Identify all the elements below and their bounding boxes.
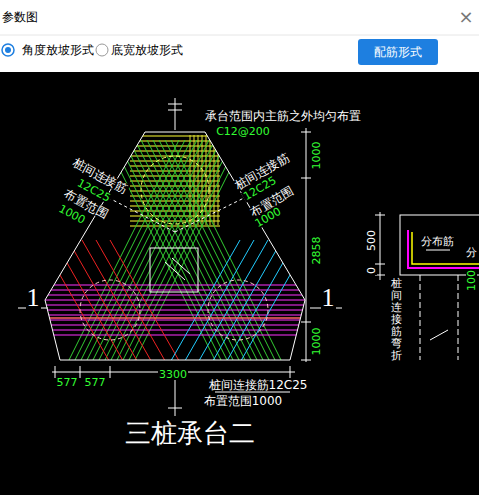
rebar-hatch [35,135,320,380]
rebar-line [174,240,254,380]
rebar-name: 桩间连接筋12C25 [208,379,309,391]
column-hatch [165,262,185,280]
section-rebar [408,230,479,268]
rebar-line [218,135,219,225]
dimension-line [380,212,381,280]
dimension-ticks [55,132,311,378]
rebar-name: 分 [465,247,478,258]
radio-selected [2,44,14,56]
dimension: 2858 [311,235,322,265]
dimension: 0 [366,266,377,275]
section-rebar [412,232,479,264]
dimension: 1000 [311,326,322,356]
section-number: 1 [26,285,41,311]
rebar-line [190,135,191,225]
rebar-name: 分布筋 [420,236,455,247]
drawing-caption: 三桩承台二 [124,421,256,447]
pile-section [458,275,459,360]
rebar-line [35,335,320,336]
rebar-line [35,315,320,316]
axis-mark [168,104,182,105]
radio-dot [5,47,11,53]
dialog-title: 参数图 [1,11,39,23]
dimension-ticks [375,264,385,265]
action-button: 配筋形式 [358,39,438,65]
rebar-line [96,240,176,380]
dimension: 1000 [311,140,322,170]
cap-outline [45,132,305,360]
rebar-line [160,240,240,380]
pile-circle [208,280,268,340]
rebar-line [35,300,320,301]
pile-section [420,275,421,360]
rebar-line [35,285,320,286]
dimension: 500 [366,229,377,252]
rebar-line [65,140,185,380]
pile-circle [80,280,140,340]
rebar-line [35,330,320,331]
range-text: 布置范围1000 [203,395,284,407]
rebar-line [48,317,302,319]
center-line [105,196,175,232]
leader-line [215,392,290,393]
radio-empty [96,44,108,56]
axis-mark [175,98,176,130]
section-outline [400,215,479,275]
center-line [175,196,248,232]
column-box [150,248,198,292]
close-button: × [457,8,474,26]
axis-mark [175,376,176,416]
dimension: 577 [84,377,107,388]
pile-circle [141,156,209,224]
dimension-line [306,128,307,362]
section-number: 1 [321,285,336,311]
dialog-header [0,0,479,72]
rebar-line [35,295,320,296]
dimension: 3300 [158,369,188,380]
rebar-line [130,226,220,227]
rebar-line [35,310,320,311]
rebar-line [35,320,320,321]
dimension: 100 [466,269,477,292]
break-mark [430,330,448,340]
header-divider [0,35,479,36]
rebar-name: 桩间连接筋弯折 [390,278,403,363]
axis-mark [168,408,182,409]
dimension: 577 [56,377,79,388]
rebar-spec: C12@200 [215,126,271,137]
radio-label: 角度放坡形式 [21,44,95,56]
column-hatch [172,258,190,274]
dimension-ticks [375,215,385,216]
rebar-line [35,325,320,326]
leader-line [426,250,450,251]
note-text: 承台范围内主筋之外均匀布置 [204,110,362,122]
rebar-line [35,290,320,291]
radio-label: 底宽放坡形式 [110,44,184,56]
axis-mark [168,110,182,111]
button-label: 配筋形式 [374,44,422,61]
